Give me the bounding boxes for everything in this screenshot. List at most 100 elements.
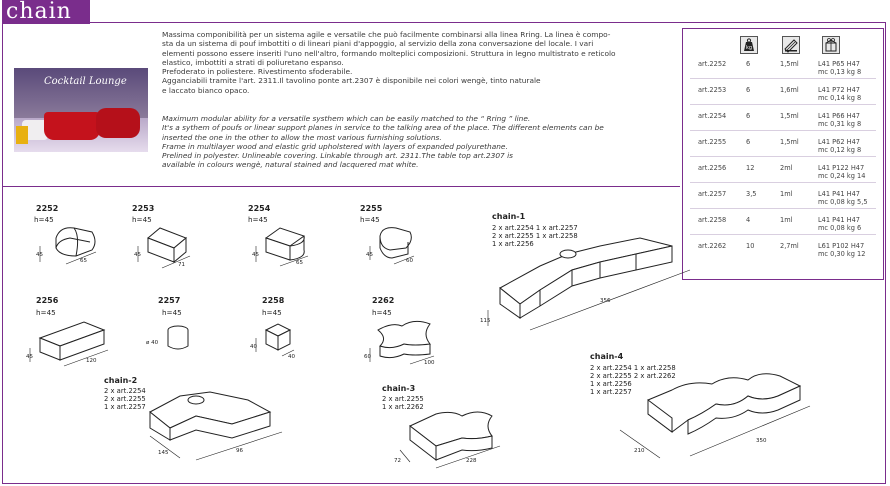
en-line: inserted the one in the other to allow t… [162,132,442,142]
composition-line: 2 x art.2254 [104,387,146,395]
composition-list-chain-3: 2 x art.2255 1 x art.2262 [382,395,424,411]
product-height-2254: h=45 [248,215,268,224]
drawing-chain-4 [647,373,802,435]
dim-chain-2-depth: 145 [158,450,169,456]
page-title: chain [2,0,90,24]
art-code: art.2254 [698,112,727,120]
weight-value: 4 [746,216,751,224]
dim-2254-width: 65 [296,260,303,266]
composition-title-chain-4: chain-4 [590,352,624,361]
composition-list-chain-4: 2 x art.2254 1 x art.2258 2 x art.2255 2… [590,364,676,396]
product-height-2256: h=45 [36,308,56,317]
drawing-2253 [147,227,187,264]
drawing-2262 [377,320,431,359]
pack-volume: mc 0,13 kg 8 [818,68,862,76]
drawing-2252 [55,227,96,257]
product-code-2257: 2257 [158,296,181,305]
catalog-frame [2,22,886,484]
description-italian: Massima componibilità per un sistema agi… [162,30,682,95]
art-code: art.2256 [698,164,727,172]
dim-2253-depth: 45 [134,252,141,258]
spec-table [682,28,884,280]
pack-size: L41 P72 H47 [818,86,860,94]
dim-2252-width: 65 [80,258,87,264]
pack-volume: mc 0,08 kg 6 [818,224,862,232]
en-line: It's a sythem of poufs or linear support… [162,123,604,133]
composition-title-chain-3: chain-3 [382,384,416,393]
fabric-value: 1,5ml [780,138,799,146]
product-code-2256: 2256 [36,296,59,305]
fabric-value: 1,5ml [780,60,799,68]
weight-value: 3,5 [746,190,757,198]
art-code: art.2262 [698,242,727,250]
drawing-chain-3 [409,411,493,462]
dim-2253-width: 71 [178,262,185,268]
composition-line: 1 x art.2257 [104,403,146,411]
art-code: art.2252 [698,60,727,68]
pack-size: L41 P122 H47 [818,164,865,172]
product-code-2252: 2252 [36,204,59,213]
product-height-2262: h=45 [372,308,392,317]
dimension-lines [29,246,811,469]
pack-volume: mc 0,14 kg 8 [818,94,862,102]
fabric-value: 1,6ml [780,86,799,94]
weight-value: 6 [746,60,751,68]
dim-2252-depth: 45 [36,252,43,258]
dim-chain-3-length: 228 [466,458,477,464]
composition-title-chain-1: chain-1 [492,212,526,221]
it-line: Agganciabili tramite l'art. 2311.Il tavo… [162,76,541,86]
pack-size: L61 P102 H47 [818,242,865,250]
art-code: art.2257 [698,190,727,198]
composition-title-chain-2: chain-2 [104,376,138,385]
composition-line: 2 x art.2254 1 x art.2258 [590,364,676,372]
dim-chain-3-depth: 72 [394,458,401,464]
section-divider [2,186,680,187]
product-height-2255: h=45 [360,215,380,224]
composition-line: 1 x art.2256 [590,380,632,388]
dim-2262-width: 100 [424,360,435,366]
pack-size: L41 P41 H47 [818,216,860,224]
dim-2255-depth: 45 [366,252,373,258]
composition-line: 1 x art.2262 [382,403,424,411]
it-line: Massima componibilità per un sistema agi… [162,30,611,39]
weight-value: 6 [746,112,751,120]
it-line: elastico, imbottiti a strati di poliuret… [162,57,344,67]
it-line: Prefoderato in poliestere. Rivestimento … [162,67,353,77]
weight-kg-icon: kg [740,36,758,54]
photo-red-pouf-2 [96,108,140,138]
photo-red-pouf [44,112,100,140]
package-box-icon [822,36,840,54]
fabric-value: 2,7ml [780,242,799,250]
pack-size: L41 P62 H47 [818,138,860,146]
product-code-2262: 2262 [372,296,395,305]
product-height-2258: h=45 [262,308,282,317]
product-code-2255: 2255 [360,204,383,213]
fabric-value: 1ml [780,216,793,224]
dim-chain-4-length: 350 [756,438,767,444]
dim-2256-depth: 45 [26,354,33,360]
pack-size: L41 P66 H47 [818,112,860,120]
dim-chain-4-depth: 210 [634,448,645,454]
fabric-value: 1,5ml [780,112,799,120]
kg-label: kg [746,45,752,51]
product-photo: Cocktail Lounge [14,68,148,152]
composition-line: 2 x art.2255 2 x art.2262 [590,372,676,380]
dim-chain-1-length: 356 [600,298,611,304]
drawing-2256 [38,321,106,361]
photo-yellow-pouf [16,126,28,144]
product-height-2253: h=45 [132,215,152,224]
product-code-2258: 2258 [262,296,285,305]
art-code: art.2253 [698,86,727,94]
dim-2258-depth: 40 [250,344,257,350]
description-english: Maximum modular ability for a versatile … [162,114,682,170]
product-height-2252: h=45 [34,215,54,224]
dim-chain-1-depth: 115 [480,318,491,324]
